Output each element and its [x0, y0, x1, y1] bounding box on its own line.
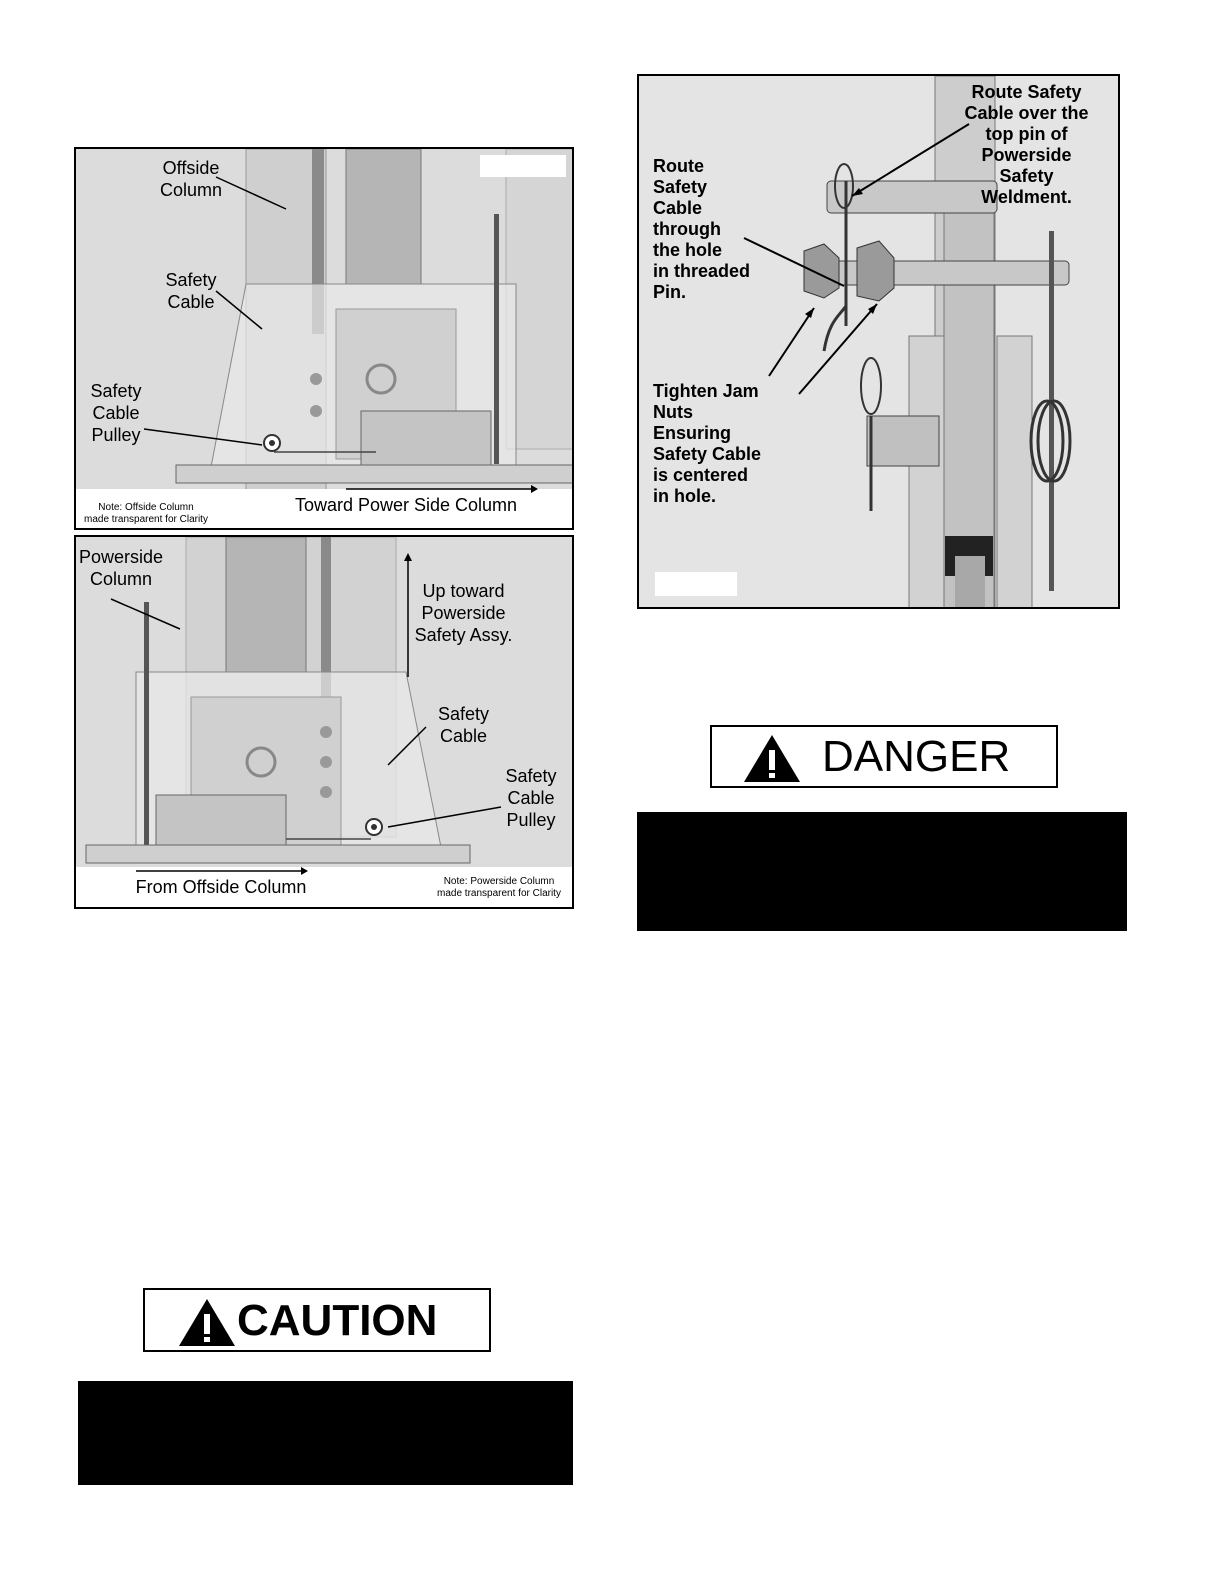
label-from-offside: From Offside Column	[135, 877, 307, 897]
danger-word: DANGER	[822, 732, 1011, 781]
caution-word: CAUTION	[237, 1296, 438, 1345]
danger-sign: DANGER	[710, 725, 1058, 788]
label-route-over-top-pin: Route Safety Cable over the top pin of P…	[964, 82, 1089, 207]
label-toward-power-side: Toward Power Side Column	[294, 495, 518, 515]
figure-safety-cable-routing: Route Safety Cable over the top pin of P…	[637, 74, 1120, 609]
figure-offside-column: Offside Column Safety Cable Safety Cable…	[74, 147, 574, 530]
danger-message-box	[637, 812, 1127, 931]
figure-powerside-column: Powerside Column Up toward Powerside Saf…	[74, 535, 574, 909]
caution-message-box	[78, 1381, 573, 1485]
offside-illustration	[76, 149, 572, 528]
label-tighten-jam-nuts: Tighten Jam Nuts Ensuring Safety Cable i…	[653, 381, 762, 506]
label-powerside-column: Powerside Column	[78, 547, 164, 589]
powerside-illustration	[76, 537, 572, 907]
note-powerside-transparent: Note: Powerside Column made transparent …	[437, 876, 561, 899]
figure-number-placeholder	[480, 155, 566, 177]
label-offside-column: Offside Column	[159, 158, 223, 200]
label-safety-cable-pulley: Safety Cable Pulley	[90, 381, 142, 445]
label-up-toward-powerside: Up toward Powerside Safety Assy.	[414, 581, 513, 645]
warning-triangle-icon	[744, 735, 800, 782]
label-safety-cable-pulley: Safety Cable Pulley	[505, 766, 557, 830]
caution-sign: CAUTION	[143, 1288, 491, 1352]
label-safety-cable: Safety Cable	[437, 704, 490, 746]
safety-weldment-illustration	[639, 76, 1118, 607]
warning-triangle-icon	[179, 1299, 235, 1346]
label-route-through-hole: Route Safety Cable through the hole in t…	[653, 156, 751, 302]
note-offside-transparent: Note: Offside Column made transparent fo…	[84, 502, 208, 525]
label-safety-cable: Safety Cable	[165, 270, 217, 312]
